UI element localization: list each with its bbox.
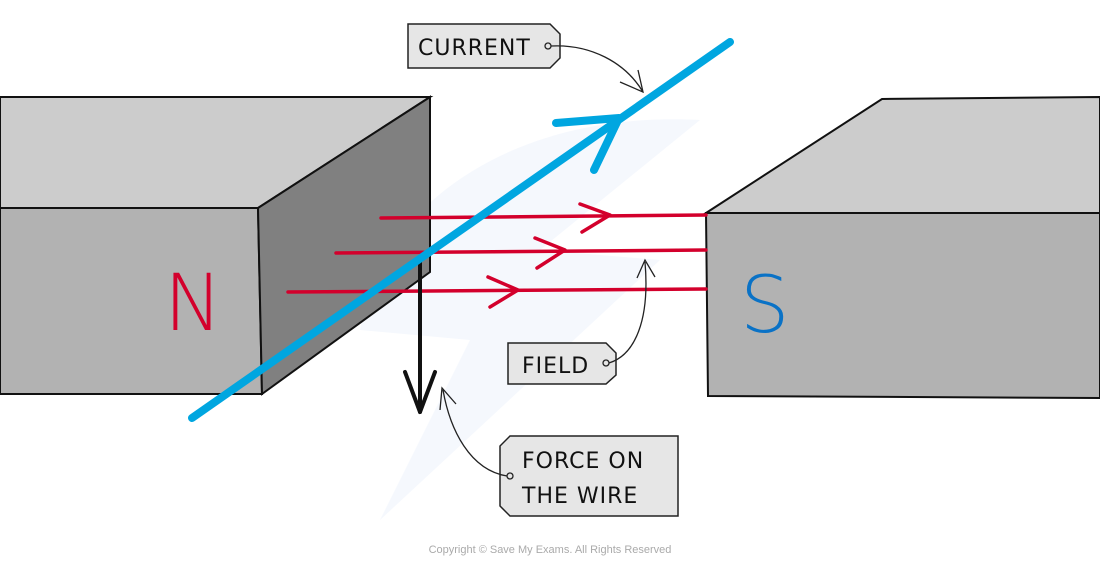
force-arrow xyxy=(403,260,437,414)
north-magnet-side-face xyxy=(256,95,431,396)
field-line-arrowhead xyxy=(578,202,612,234)
watermark-logo xyxy=(360,119,700,521)
current-label: CURRENT xyxy=(418,36,531,61)
force-arrowhead xyxy=(403,370,437,414)
field-label: FIELD xyxy=(522,354,589,379)
current-wire xyxy=(188,38,734,422)
force-label-line1: FORCE ON xyxy=(522,449,644,474)
field-line xyxy=(379,213,708,220)
south-magnet-front-face xyxy=(704,212,1100,400)
current-pointer xyxy=(550,45,644,93)
copyright-notice: Copyright © Save My Exams. All Rights Re… xyxy=(428,544,672,556)
south-pole-label: S xyxy=(740,261,790,351)
north-magnet: N xyxy=(0,95,434,396)
field-label-tag: FIELD xyxy=(507,258,656,385)
north-magnet-front-face xyxy=(0,207,264,395)
force-label-line2: THE WIRE xyxy=(521,484,638,509)
field-line xyxy=(334,248,708,255)
force-pointer xyxy=(442,389,508,477)
field-lines xyxy=(286,202,708,309)
field-line-arrowhead xyxy=(533,236,567,270)
south-magnet-top-face xyxy=(702,95,1100,214)
north-pole-label: N xyxy=(164,259,222,349)
current-arrowhead xyxy=(552,114,623,174)
south-magnet: S xyxy=(702,95,1100,400)
field-pointer xyxy=(608,261,647,364)
field-line xyxy=(286,287,708,294)
field-line-arrowhead xyxy=(486,275,520,309)
current-label-tag: CURRENT xyxy=(407,23,644,94)
force-label-tag: FORCE ON THE WIRE xyxy=(439,386,679,517)
